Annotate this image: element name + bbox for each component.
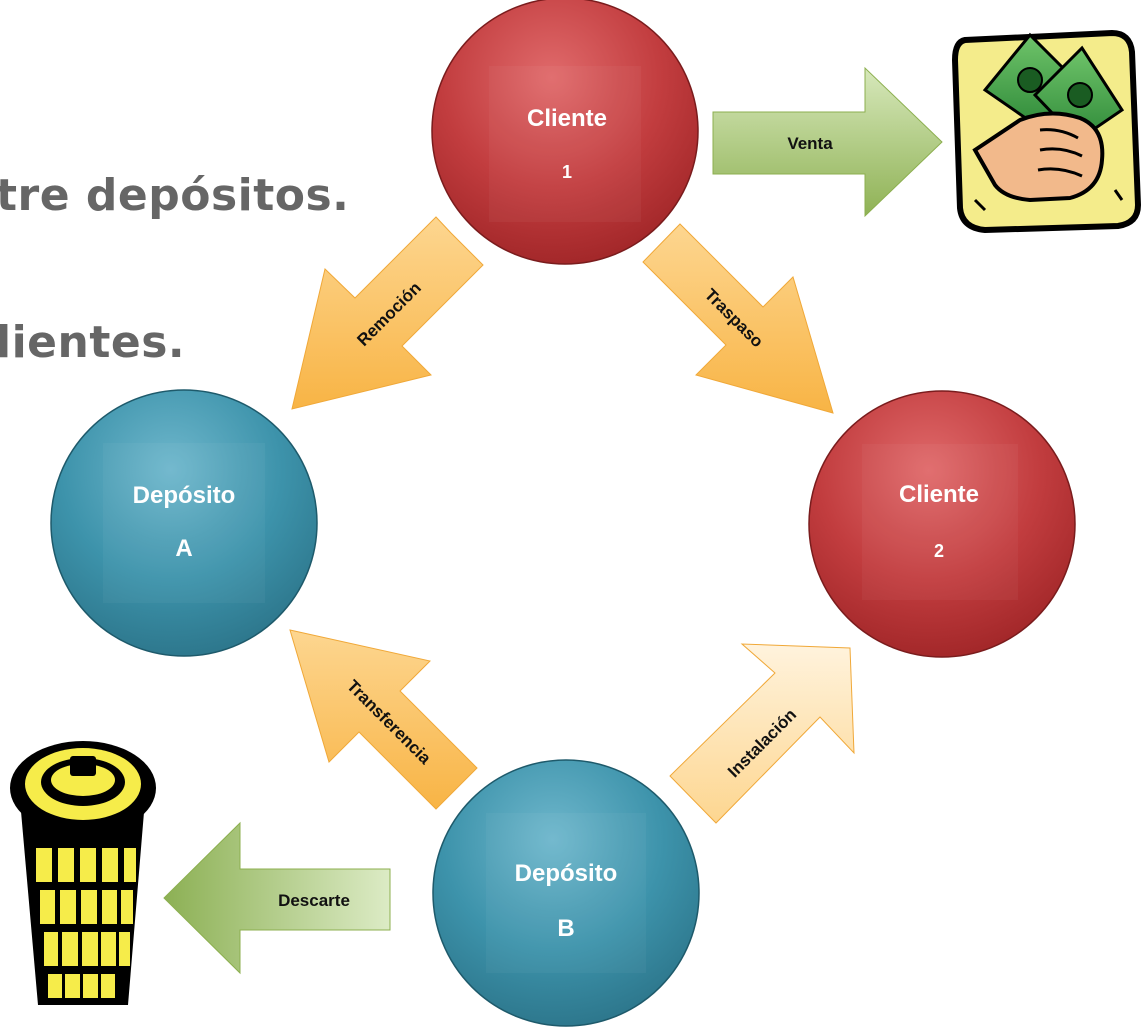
node-label-deposito-b-name: Depósito <box>515 860 618 887</box>
money-fist-icon <box>951 29 1142 234</box>
arrow-transferencia: Transferencia <box>289 629 478 810</box>
node-cliente-2: Cliente 2 <box>808 390 1076 658</box>
node-label-deposito-a-letter: A <box>175 535 192 562</box>
arrow-traspaso: Traspaso <box>642 223 834 414</box>
arrow-remocion: Remoción <box>291 216 484 410</box>
node-label-cliente-2-name: Cliente <box>899 481 979 508</box>
node-label-cliente-2-number: 2 <box>934 541 944 561</box>
arrow-venta: Venta <box>712 66 943 218</box>
node-label-cliente-1-name: Cliente <box>527 105 607 132</box>
trash-can-icon <box>10 741 156 1005</box>
arrow-instalacion: Instalación <box>669 643 855 824</box>
node-label-cliente-1-number: 1 <box>562 162 572 182</box>
node-label-deposito-b-letter: B <box>557 915 574 942</box>
arrow-label-venta: Venta <box>787 134 833 153</box>
arrow-descarte: Descarte <box>163 821 391 975</box>
node-deposito-a: Depósito A <box>50 389 318 657</box>
node-deposito-b: Depósito B <box>432 759 700 1027</box>
node-label-deposito-a-name: Depósito <box>133 482 236 509</box>
background-text-line1: tre depósitos. <box>0 170 350 221</box>
arrow-label-descarte: Descarte <box>278 891 350 910</box>
node-cliente-1: Cliente 1 <box>431 0 699 265</box>
background-text-line2: lientes. <box>0 317 186 368</box>
